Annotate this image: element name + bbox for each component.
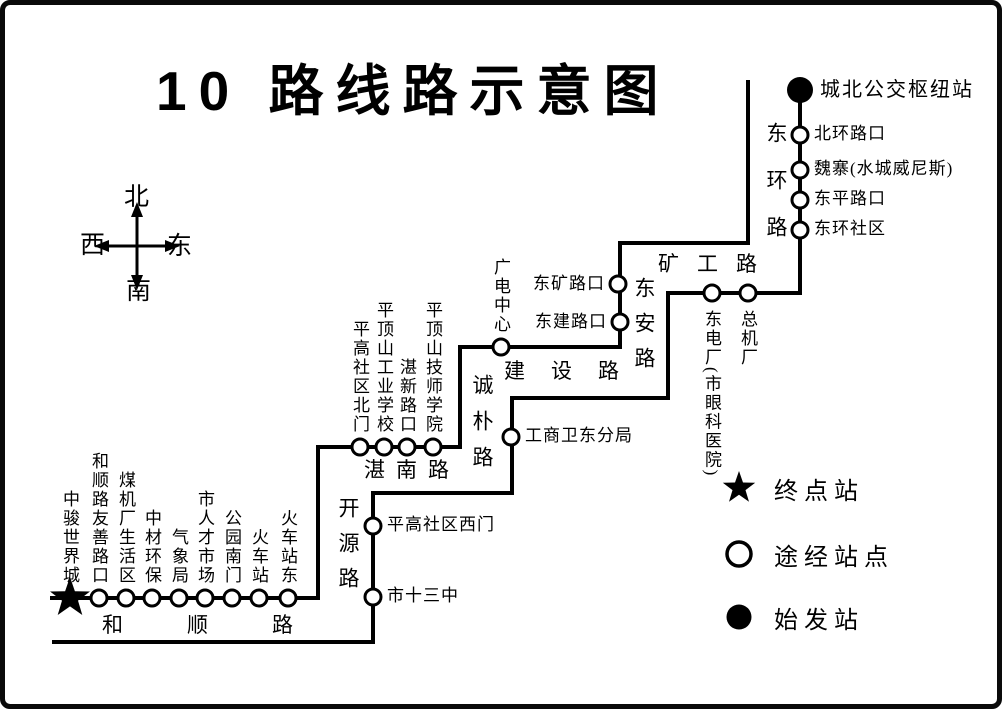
station-label: 魏寨(水城威尼斯) [814,159,954,178]
legend-item-terminal: 终点站 [720,469,864,507]
origin-station-label: 城北公交枢纽站 [820,79,974,101]
station-marker [363,516,383,536]
station-label: 湛新路口 [397,358,416,434]
station-marker [790,190,810,210]
compass-icon [94,202,180,290]
station-marker [610,312,630,332]
station-label: 工商卫东分局 [525,426,633,445]
station-marker [374,437,394,457]
road-label: 诚朴路 [470,374,494,482]
page-title: 10 路线路示意图 [156,60,671,122]
station-label: 总机厂 [738,310,757,367]
legend-item-origin: 始发站 [720,598,864,636]
legend-item-stop: 途经站点 [720,535,894,573]
compass-north-label: 北 [124,184,150,211]
compass-west-label: 西 [80,232,106,259]
station-label: 煤机厂生活区 [116,471,135,585]
station-marker [222,588,242,608]
station-marker [608,274,628,294]
station-label: 北环路口 [814,124,886,143]
compass-east-label: 东 [167,233,193,260]
station-label: 和顺路友善路口 [89,452,108,585]
station-label: 平高社区西门 [387,515,495,534]
origin-circle-icon [726,604,752,630]
road-label: 东安路 [632,277,656,382]
station-marker [142,588,162,608]
station-marker [738,283,758,303]
road-label: 和顺路 [102,613,357,637]
terminal-station-label: 中骏世界城 [60,490,79,585]
road-label: 开源路 [336,497,360,602]
terminal-station-marker [50,577,90,615]
station-label: 公园南门 [222,509,241,585]
station-marker [278,588,298,608]
station-marker [169,588,189,608]
station-label: 市十三中 [387,586,459,605]
route-line-a [50,80,750,600]
station-label: 火车站东 [278,509,297,585]
compass-south-label: 南 [126,278,152,305]
station-marker [363,587,383,607]
station-label: 东电厂(市眼科医院) [702,310,721,478]
legend-stop-label: 途经站点 [774,544,894,571]
station-marker [116,588,136,608]
station-marker [790,220,810,240]
station-label: 火车站 [249,528,268,585]
station-label: 平顶山工业学校 [374,301,393,434]
station-label: 平顶山技师学院 [423,301,442,434]
road-label: 东环路 [764,122,788,263]
station-label: 东建路口 [535,312,607,331]
station-label: 广电中心 [491,258,510,334]
road-label: 湛南路 [364,458,460,482]
station-label: 平高社区北门 [350,320,369,434]
legend-origin-label: 始发站 [774,607,864,634]
station-marker [501,427,521,447]
station-marker [397,437,417,457]
terminal-star-icon [722,471,756,502]
station-marker [89,588,109,608]
road-label: 矿工路 [658,252,775,276]
station-label: 气象局 [169,528,188,585]
station-marker [350,437,370,457]
station-marker [702,283,722,303]
station-label: 中材环保 [142,509,161,585]
station-marker [423,437,443,457]
station-marker [790,160,810,180]
station-label: 市人才市场 [195,490,214,585]
origin-station-marker [787,77,813,103]
legend-terminal-label: 终点站 [774,478,864,505]
station-label: 东环社区 [814,219,886,238]
station-label: 东矿路口 [533,274,605,293]
stop-circle-icon [725,540,753,568]
station-label: 东平路口 [814,189,886,208]
station-marker [195,588,215,608]
station-marker [249,588,269,608]
road-label: 建设路 [504,359,645,383]
station-marker [491,337,511,357]
station-marker [790,125,810,145]
